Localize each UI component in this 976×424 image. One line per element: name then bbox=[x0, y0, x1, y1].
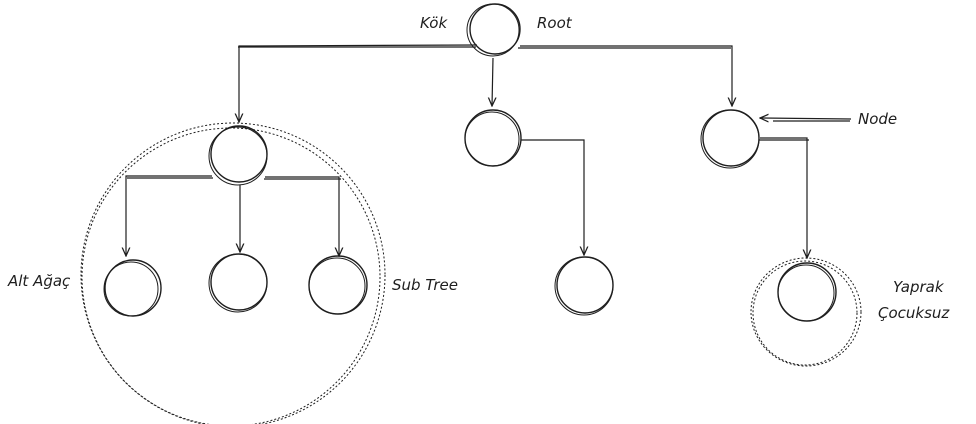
middle-leaf bbox=[554, 256, 614, 316]
subtree-root-node bbox=[208, 125, 268, 186]
subtree-label-en: Sub Tree bbox=[392, 276, 458, 294]
root-label-en: Root bbox=[537, 14, 573, 32]
middle-node bbox=[464, 109, 522, 167]
root-node bbox=[466, 3, 521, 57]
leaf-label-tr: Yaprak bbox=[893, 278, 945, 296]
subtree-boundary bbox=[80, 122, 386, 424]
leaf-label-desc: Çocuksuz bbox=[878, 304, 950, 322]
right-node bbox=[700, 109, 760, 169]
leaf-boundary bbox=[750, 257, 862, 367]
edge-node-pointer bbox=[760, 118, 852, 121]
edge-right-child bbox=[759, 137, 809, 258]
edge-middle-child bbox=[521, 139, 584, 255]
edge-root-children bbox=[238, 44, 732, 122]
subtree-label-tr: Alt Ağaç bbox=[7, 272, 71, 290]
right-leaf bbox=[777, 262, 837, 322]
node-label: Node bbox=[858, 110, 897, 128]
subtree-leaf-2 bbox=[208, 253, 268, 313]
edge-subtree-children bbox=[126, 175, 341, 256]
subtree-leaf-1 bbox=[103, 259, 162, 317]
subtree-leaf-3 bbox=[308, 255, 368, 315]
root-label-tr: Kök bbox=[420, 14, 448, 32]
